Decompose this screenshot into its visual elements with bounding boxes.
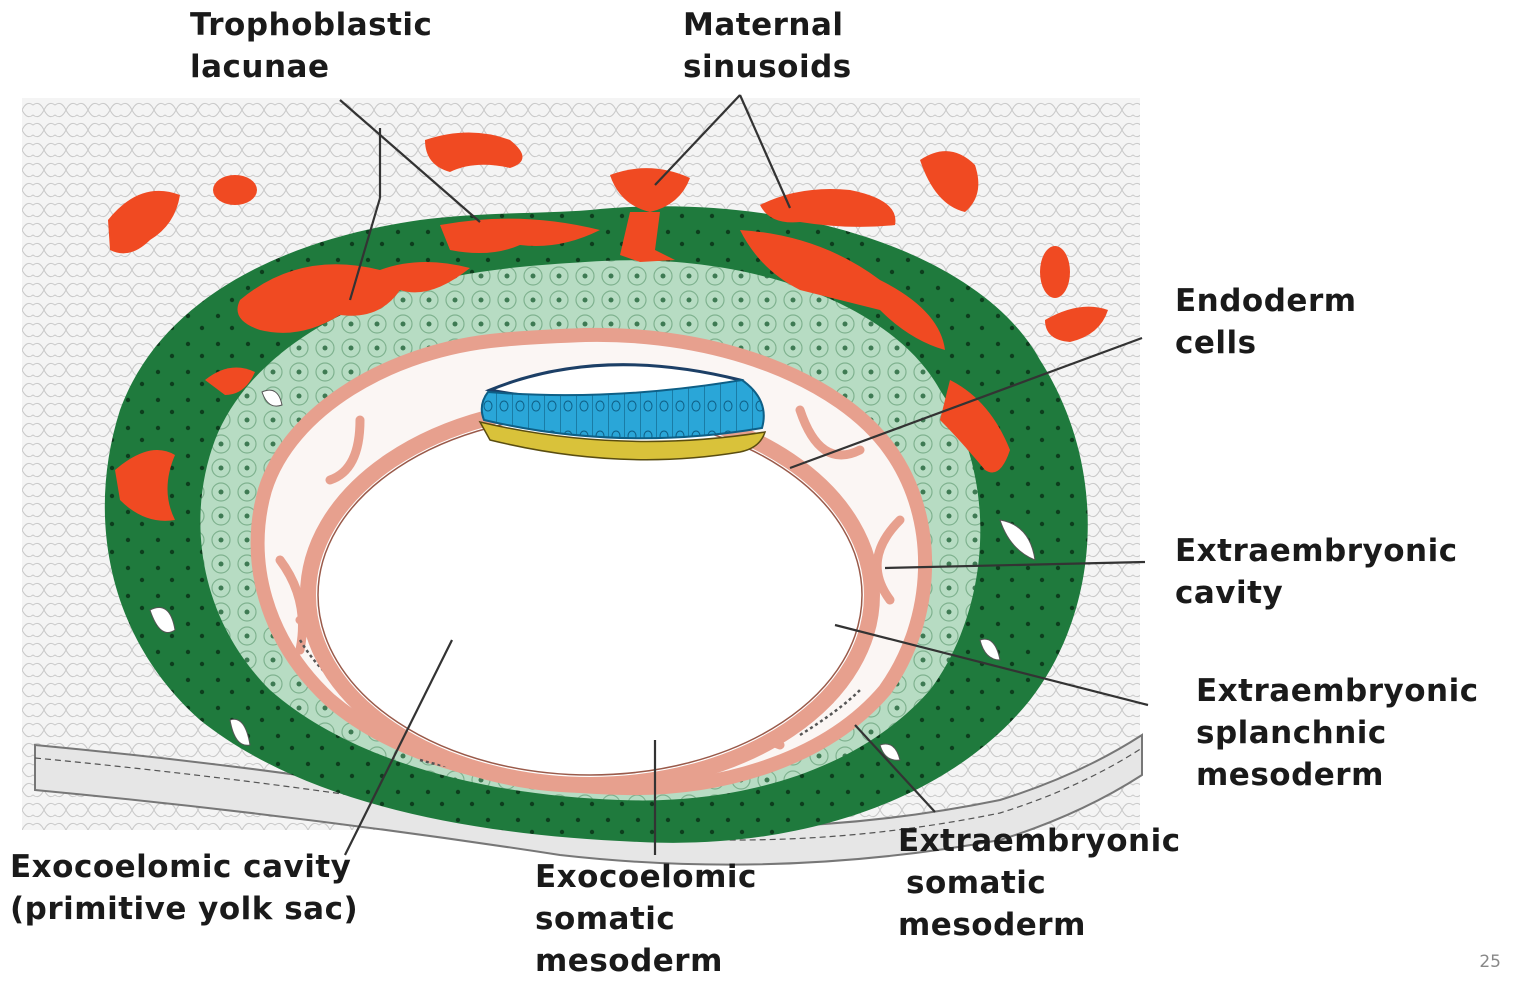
label-exocoelomic-somatic-mesoderm: Exocoelomic somatic mesoderm [535,856,757,982]
label-extraembryonic-cavity: Extraembryonic cavity [1175,530,1458,614]
label-endoderm-cells: Endoderm cells [1175,280,1357,364]
label-exocoelomic-cavity: Exocoelomic cavity (primitive yolk sac) [10,846,358,930]
label-extraembryonic-somatic-mesoderm: Extraembryonic somatic mesoderm [898,820,1181,946]
label-maternal-sinusoids: Maternal sinusoids [683,4,852,88]
maternal-sinusoid-shape [213,175,257,205]
label-extraembryonic-splanchnic-mesoderm: Extraembryonic splanchnic mesoderm [1196,670,1479,796]
maternal-sinusoid-shape [1040,246,1070,298]
label-trophoblastic-lacunae: Trophoblastic lacunae [190,4,432,88]
page-number: 25 [1479,952,1501,972]
exocoelomic-membrane [308,405,872,785]
